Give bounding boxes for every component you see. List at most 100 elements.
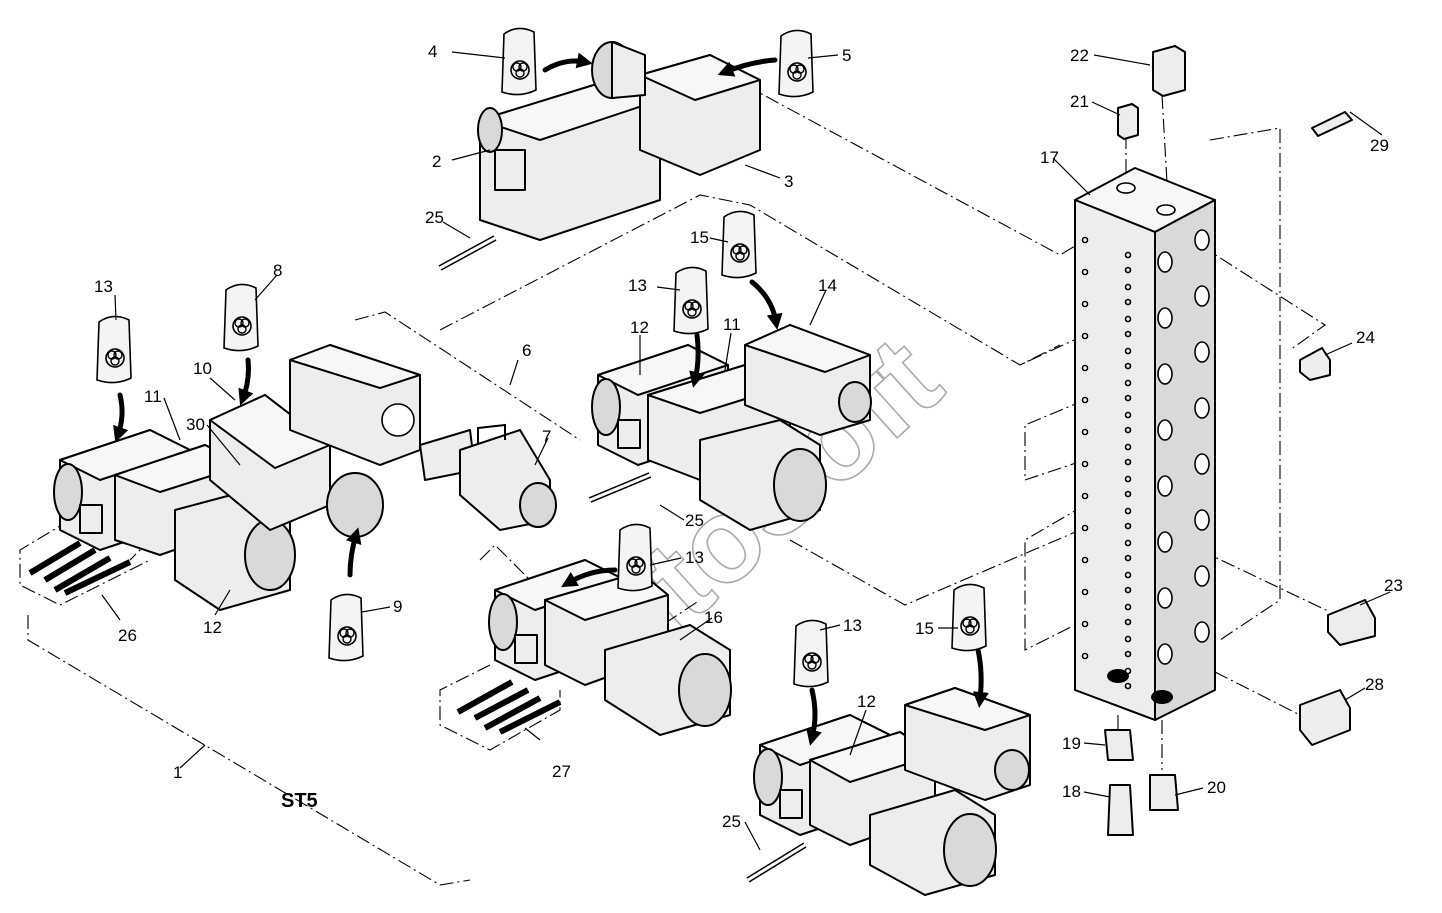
label-15-right: 15	[915, 619, 934, 638]
manifold-hole	[1124, 426, 1132, 434]
manifold-hole	[1124, 347, 1132, 355]
top-valve-assembly	[438, 27, 814, 271]
label-13-lower: 13	[685, 548, 704, 567]
label-1: 1	[173, 763, 182, 782]
label-20: 20	[1207, 778, 1226, 797]
manifold-hole	[1124, 507, 1132, 515]
manifold-hole	[1124, 539, 1132, 547]
manifold-hole	[1124, 298, 1132, 306]
manifold-hole	[1124, 490, 1132, 498]
cartridge-valve-7	[419, 423, 557, 531]
manifold-hole	[1081, 428, 1089, 436]
label-12-center: 12	[630, 318, 649, 337]
manifold-port	[1157, 419, 1173, 441]
label-19: 19	[1062, 734, 1081, 753]
manifold-hole	[1124, 475, 1132, 483]
label-28: 28	[1365, 675, 1384, 694]
manifold-hole	[1124, 411, 1132, 419]
manifold-hole	[1124, 458, 1132, 466]
manifold-port	[1194, 341, 1210, 363]
manifold-block	[1074, 167, 1216, 721]
manifold-port	[1194, 565, 1210, 587]
manifold-port	[1157, 307, 1173, 329]
manifold-hole	[1124, 522, 1132, 530]
manifold-port	[1157, 587, 1173, 609]
label-15-center: 15	[690, 228, 709, 247]
manifold-hole	[1124, 650, 1132, 658]
manifold-hole	[1081, 364, 1089, 372]
label-11-center: 11	[723, 315, 741, 334]
center-right-valve-assembly	[588, 210, 872, 531]
label-23: 23	[1384, 576, 1403, 595]
label-22: 22	[1070, 46, 1089, 65]
label-17: 17	[1040, 148, 1059, 167]
label-12-right: 12	[857, 692, 876, 711]
screw-set-26	[28, 540, 132, 596]
manifold-hole	[1124, 330, 1132, 338]
label-5: 5	[842, 46, 851, 65]
manifold-port	[1157, 251, 1173, 273]
manifold-hole	[1124, 251, 1132, 259]
manifold-hole	[1081, 556, 1089, 564]
label-14: 14	[818, 276, 837, 295]
fittings	[1104, 45, 1376, 836]
label-7: 7	[542, 427, 551, 446]
manifold-port	[1194, 621, 1210, 643]
label-24: 24	[1356, 328, 1375, 347]
label-8: 8	[273, 261, 282, 280]
manifold-hole	[1124, 394, 1132, 402]
manifold-hole	[1124, 603, 1132, 611]
manifold-hole	[1124, 682, 1132, 690]
left-valve-assembly	[28, 283, 421, 662]
label-25-top: 25	[425, 208, 444, 227]
label-27: 27	[552, 762, 571, 781]
manifold-hole	[1081, 268, 1089, 276]
manifold-hole	[1124, 443, 1132, 451]
manifold-hole	[1081, 396, 1089, 404]
label-21: 21	[1070, 92, 1089, 111]
manifold-hole	[1081, 492, 1089, 500]
manifold-hole	[1124, 283, 1132, 291]
manifold-hole	[1124, 618, 1132, 626]
manifold-hole	[1124, 635, 1132, 643]
manifold-port	[1157, 531, 1173, 553]
label-6: 6	[522, 341, 531, 360]
label-11-left: 11	[144, 387, 162, 406]
manifold-port	[1157, 643, 1173, 665]
label-13-center: 13	[628, 276, 647, 295]
label-2: 2	[432, 152, 441, 171]
manifold-hole	[1124, 586, 1132, 594]
label-3: 3	[784, 172, 793, 191]
screw-set-27	[456, 679, 562, 735]
manifold-hole	[1081, 460, 1089, 468]
manifold-hole	[1081, 300, 1089, 308]
manifold-hole	[1081, 652, 1089, 660]
label-18: 18	[1062, 782, 1081, 801]
manifold-hole	[1124, 571, 1132, 579]
manifold-port	[1194, 453, 1210, 475]
manifold-hole	[1124, 667, 1132, 675]
manifold-port	[1157, 475, 1173, 497]
label-16: 16	[704, 608, 723, 627]
assembly-title: ST5	[281, 790, 318, 812]
manifold-port	[1194, 397, 1210, 419]
manifold-hole	[1081, 332, 1089, 340]
manifold-hole	[1081, 588, 1089, 596]
lower-right-valve-assembly	[746, 583, 1031, 896]
lower-middle-valve-assembly	[456, 523, 732, 736]
label-13-right: 13	[843, 616, 862, 635]
label-12-left: 12	[203, 618, 222, 637]
part-number-labels: 4 5 2 3 25 13 8 10 11 30 6 7 26 12 9 13 …	[94, 42, 1403, 831]
manifold-hole	[1124, 379, 1132, 387]
label-29: 29	[1370, 136, 1389, 155]
manifold-hole	[1081, 524, 1089, 532]
label-13-left: 13	[94, 277, 113, 296]
label-4: 4	[428, 42, 437, 61]
label-26: 26	[118, 626, 137, 645]
label-9: 9	[393, 597, 402, 616]
manifold-port	[1194, 509, 1210, 531]
label-10: 10	[193, 359, 212, 378]
manifold-hole	[1124, 266, 1132, 274]
manifold-hole	[1124, 362, 1132, 370]
